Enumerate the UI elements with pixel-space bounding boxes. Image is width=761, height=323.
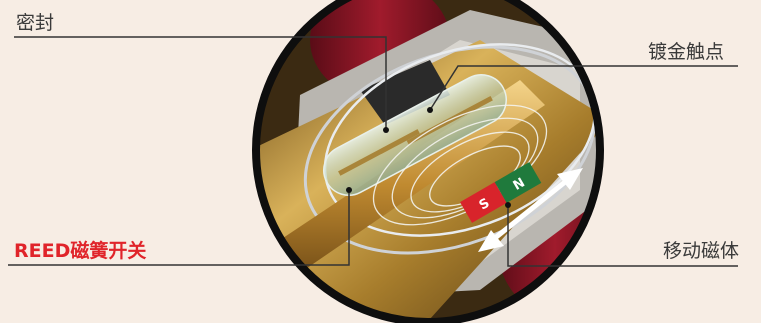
reed-leader-dot [346,187,352,193]
reed-switch-label: REED磁簧开关 [14,236,146,263]
seal-label: 密封 [16,8,54,35]
gold-contacts-label: 镀金触点 [648,37,724,64]
contacts-leader-dot [427,107,433,113]
moving-magnet-label: 移动磁体 [663,236,739,263]
magnet-leader-dot [505,202,511,208]
seal-leader-dot [383,127,389,133]
